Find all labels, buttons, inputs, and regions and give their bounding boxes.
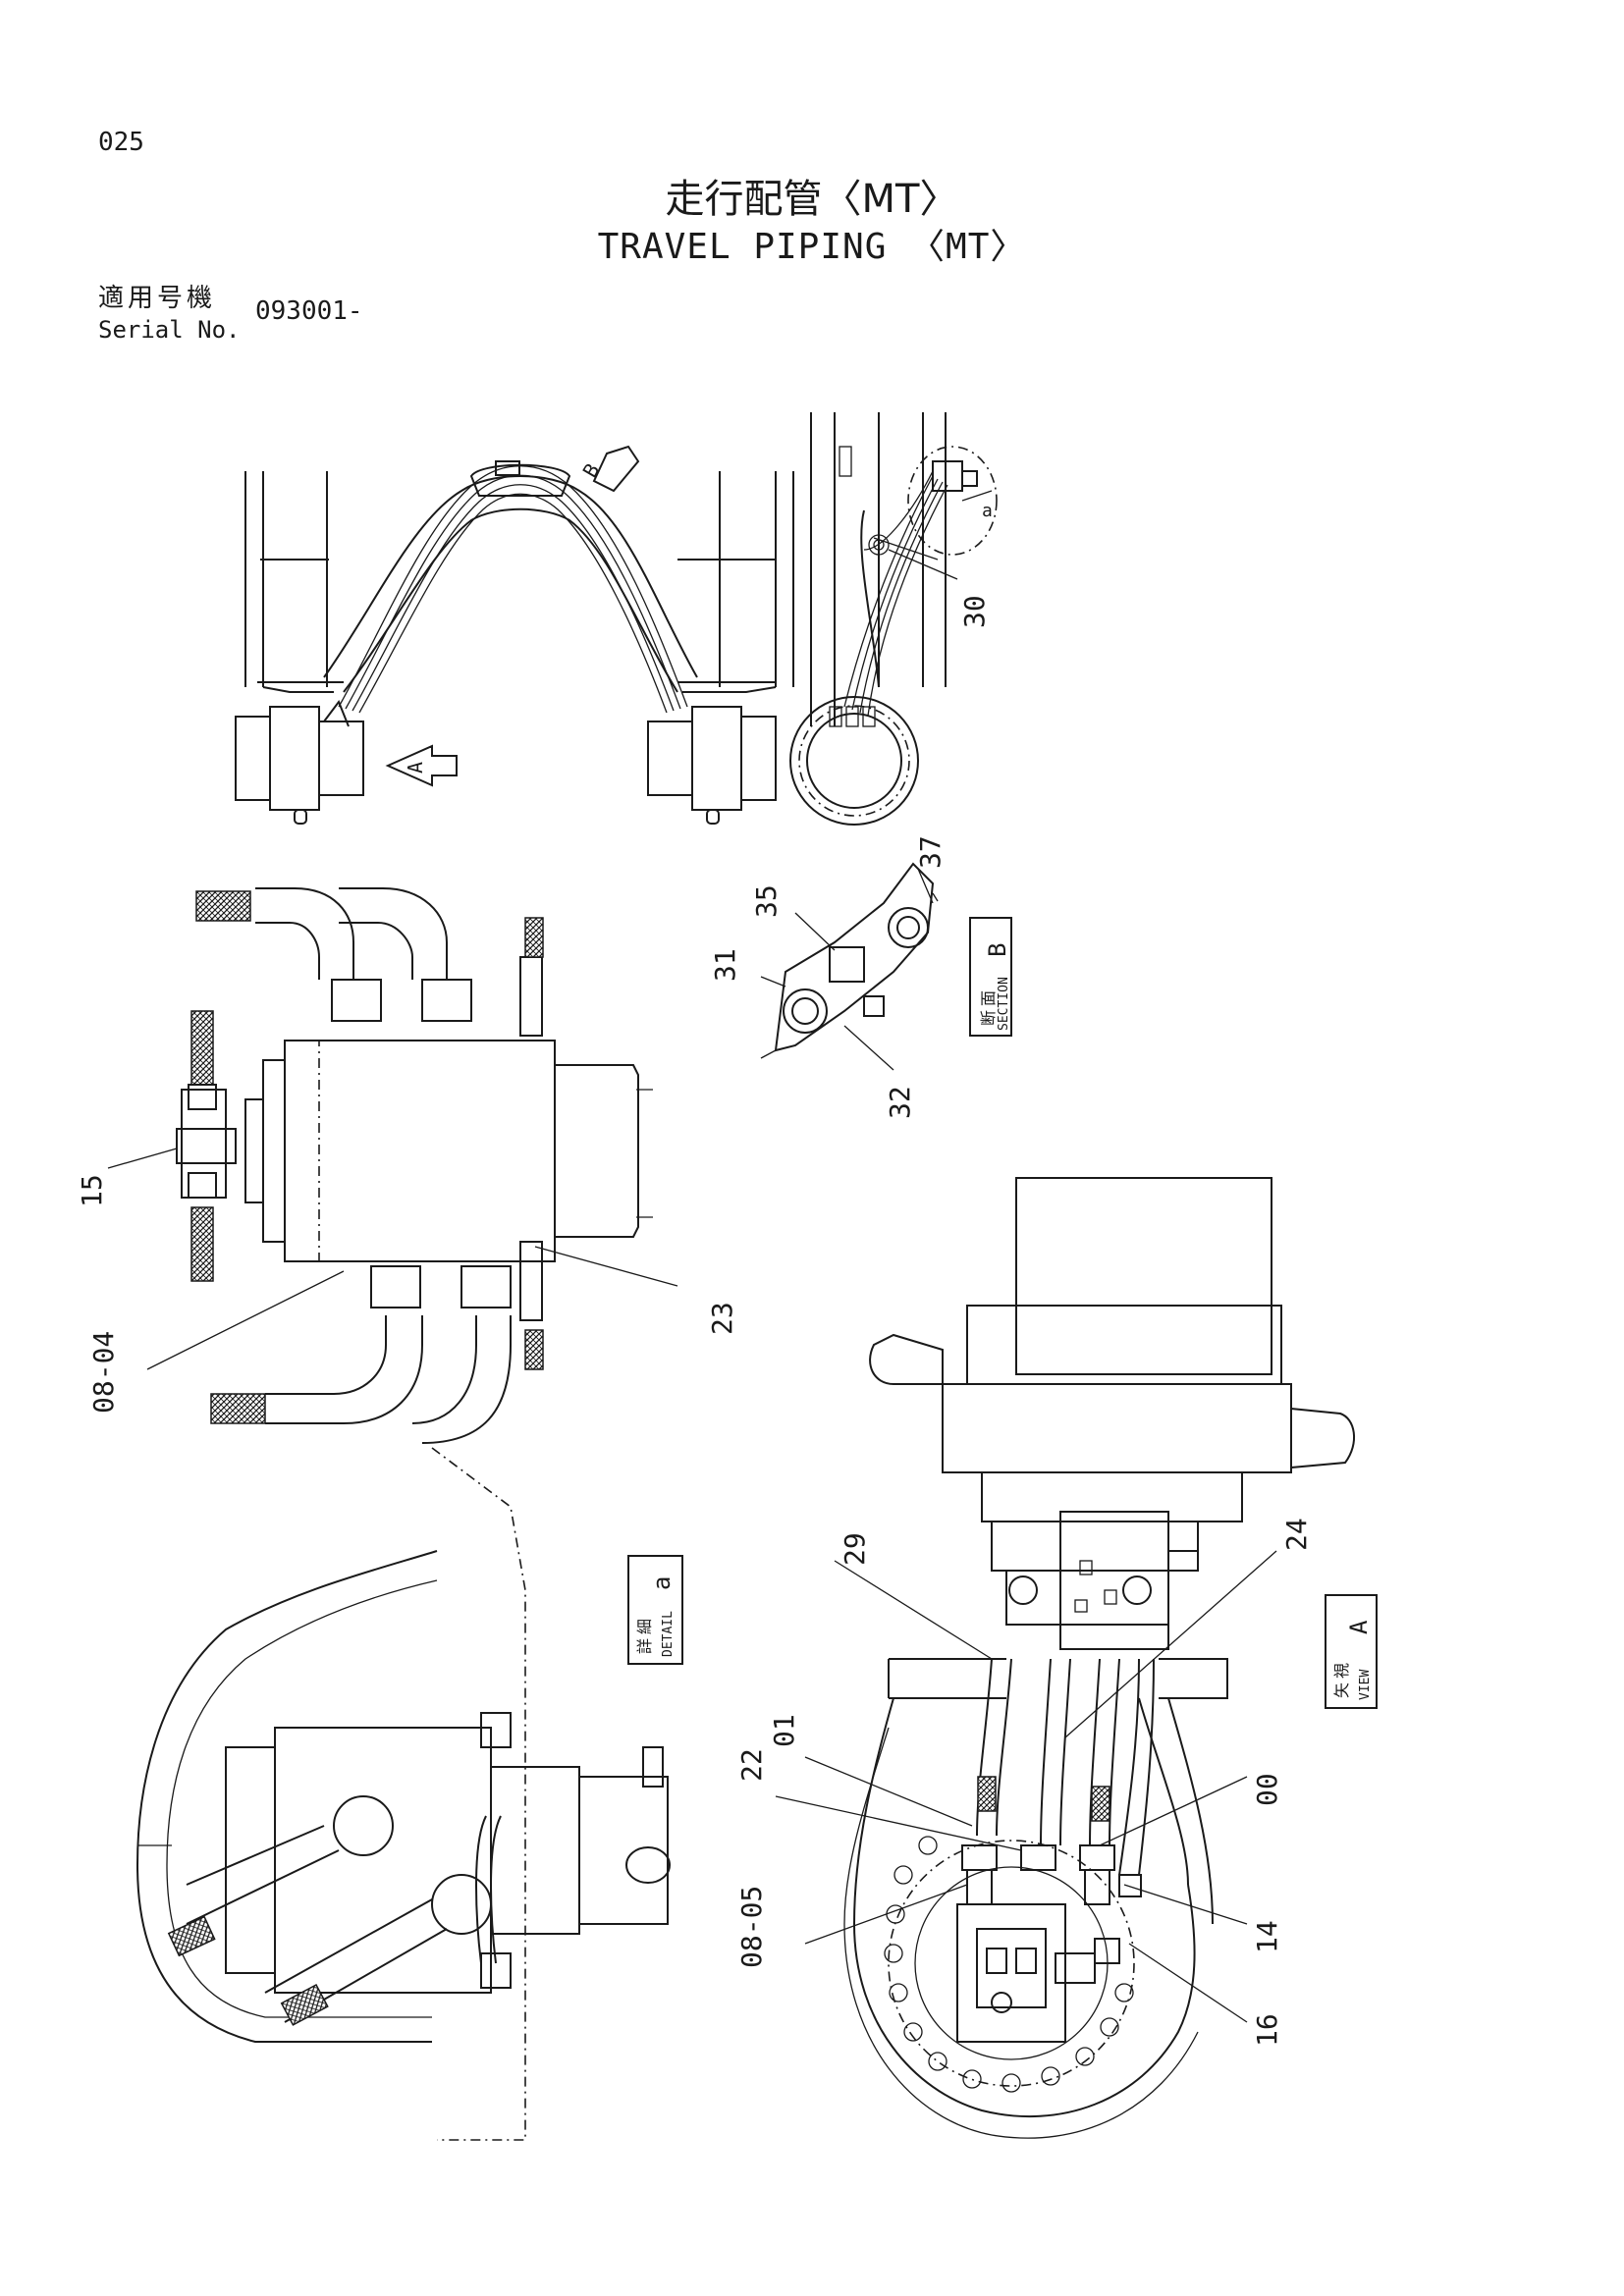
svg-text:矢: 矢 <box>1332 1682 1351 1698</box>
part-callouts: 30 37 35 31 32 15 23 08-04 29 24 01 22 0… <box>76 595 1313 2047</box>
view-a-label: VIEW <box>1358 1670 1373 1700</box>
callout-00: 00 <box>1251 1773 1283 1806</box>
callout-24: 24 <box>1280 1518 1313 1551</box>
leader-lines <box>107 537 1277 2023</box>
section-b-letter: B <box>984 943 1011 957</box>
section-b-fitting <box>760 862 939 1059</box>
sprocket-wheel <box>789 696 919 826</box>
callout-23: 23 <box>706 1302 738 1335</box>
callout-16: 16 <box>1251 2013 1283 2047</box>
callout-08-05: 08-05 <box>735 1886 768 1968</box>
callout-30: 30 <box>958 595 991 628</box>
detail-a-marker: a <box>982 501 993 521</box>
svg-text:詳: 詳 <box>635 1638 654 1654</box>
serial-number-value: 093001- <box>255 296 363 326</box>
serial-label-japanese: 適用号機 <box>98 284 217 313</box>
view-a-letter: A <box>1345 1620 1373 1634</box>
section-b-label: SECTION <box>997 977 1011 1031</box>
title-japanese: 走行配管〈MT〉 <box>665 177 959 222</box>
undercarriage-overview: B A <box>235 445 794 825</box>
arrow-b-label: B <box>578 459 605 481</box>
detail-a-drawing <box>135 1447 671 2141</box>
sprocket-bolt-holes <box>884 1836 1134 2093</box>
swivel-joint-detail <box>176 887 653 1444</box>
svg-text:断: 断 <box>979 1010 998 1026</box>
callout-29: 29 <box>839 1532 871 1566</box>
callout-08-04: 08-04 <box>87 1331 120 1414</box>
title-english: TRAVEL PIPING 〈MT〉 <box>597 227 1027 267</box>
svg-text:面: 面 <box>979 990 998 1006</box>
callout-32: 32 <box>884 1086 916 1119</box>
callout-14: 14 <box>1251 1920 1283 1953</box>
callout-01: 01 <box>768 1714 800 1747</box>
section-b-label-box: 断 面 SECTION B <box>969 917 1012 1037</box>
callout-15: 15 <box>76 1174 108 1207</box>
svg-text:視: 視 <box>1332 1663 1351 1679</box>
callout-31: 31 <box>709 948 741 982</box>
side-view-sprocket: a <box>789 412 998 826</box>
callout-35: 35 <box>750 884 783 918</box>
arrow-a-label: A <box>404 762 427 774</box>
callout-22: 22 <box>735 1748 768 1782</box>
svg-text:細: 細 <box>635 1619 654 1634</box>
serial-label-english: Serial No. <box>98 316 241 344</box>
detail-a-label-box: 詳 細 DETAIL a <box>627 1555 683 1665</box>
page-number: 025 <box>98 128 144 157</box>
detail-a-label: DETAIL <box>661 1611 676 1657</box>
callout-37: 37 <box>914 835 947 869</box>
view-a-label-box: 矢 視 VIEW A <box>1325 1594 1378 1709</box>
arrow-a-marker <box>385 744 458 787</box>
view-a-drawing <box>843 1177 1356 2139</box>
arrow-b-marker <box>592 445 640 493</box>
detail-a-letter: a <box>648 1576 676 1590</box>
